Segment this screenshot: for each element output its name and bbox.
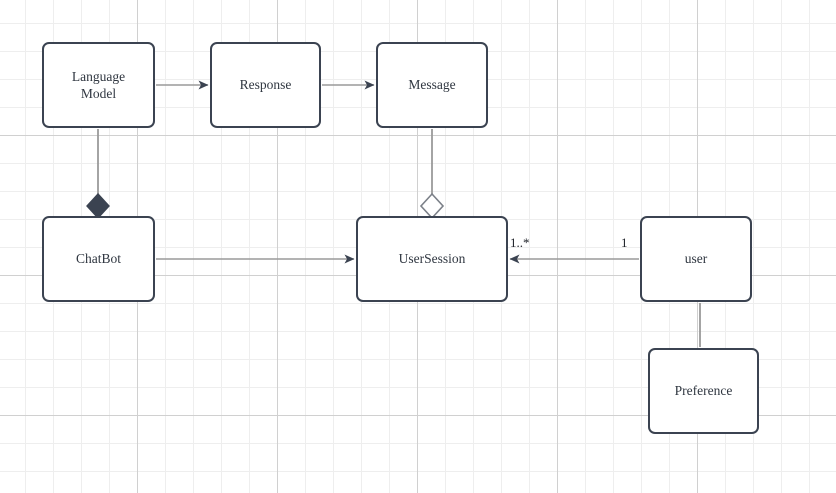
node-label-chatbot: ChatBot — [75, 251, 121, 267]
node-label-user: user — [684, 251, 708, 267]
node-label-preference: Preference — [674, 383, 733, 399]
node-preference[interactable]: Preference — [648, 348, 759, 434]
composition-diamond-icon — [86, 192, 110, 220]
node-chatbot[interactable]: ChatBot — [42, 216, 155, 302]
node-label-line-1: Language — [71, 68, 126, 84]
node-user[interactable]: user — [640, 216, 752, 302]
node-label-line-2: Model — [80, 86, 117, 101]
node-label-response: Response — [239, 77, 292, 93]
edge-language-model-to-chatbot — [86, 129, 110, 220]
node-label-usersession: UserSession — [398, 251, 466, 267]
aggregation-diamond-icon — [419, 192, 445, 220]
node-language-model[interactable]: Language Model — [42, 42, 155, 128]
node-label-language-model: Language Model — [72, 68, 125, 103]
multiplicity-label-user: 1 — [621, 235, 628, 250]
node-response[interactable]: Response — [210, 42, 321, 128]
node-label-message: Message — [408, 77, 456, 93]
node-message[interactable]: Message — [376, 42, 488, 128]
node-usersession[interactable]: UserSession — [356, 216, 508, 302]
multiplicity-label-usersession: 1..* — [510, 235, 530, 250]
edge-message-to-usersession — [419, 129, 445, 220]
